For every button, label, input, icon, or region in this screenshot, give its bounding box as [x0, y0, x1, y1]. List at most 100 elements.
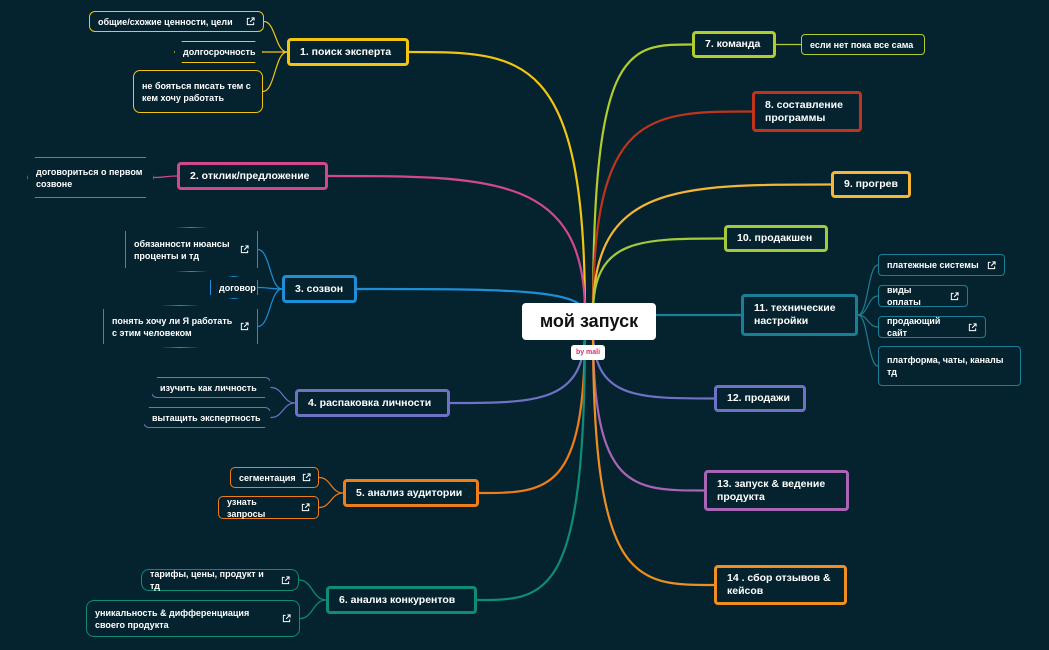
branch-connector: [475, 328, 587, 602]
subtopic-label: изучить как личность: [160, 382, 257, 393]
subtopic-label: не бояться писать тем с кем хочу работат…: [142, 80, 251, 103]
topic-label: 10. продакшен: [737, 232, 813, 244]
central-topic[interactable]: мой запуск: [522, 303, 656, 340]
branch-connector: [407, 50, 587, 316]
subtopic[interactable]: платежные системы: [878, 254, 1005, 276]
subtopic-connector: [857, 314, 879, 367]
subtopic-label: продающий сайт: [887, 316, 941, 338]
branch-connector: [591, 328, 716, 587]
topic-5[interactable]: 5. анализ аудитории: [343, 479, 479, 507]
topic-label: 12. продажи: [727, 392, 790, 404]
external-link-icon[interactable]: [281, 575, 290, 585]
topic-label: 13. запуск & ведение продукта: [717, 477, 826, 503]
topic-label: 7. команда: [705, 38, 761, 50]
subtopic-label: долгосрочность: [183, 47, 256, 57]
branch-connector: [591, 328, 706, 492]
subtopic[interactable]: платформа, чаты, каналы тд: [878, 346, 1021, 386]
branch-connector: [591, 328, 716, 400]
subtopic-label: платформа, чаты, каналы тд: [887, 355, 1004, 377]
subtopic[interactable]: общие/схожие ценности, цели: [89, 11, 264, 32]
topic-2[interactable]: 2. отклик/предложение: [177, 162, 328, 190]
topic-8[interactable]: 8. составление программы: [752, 91, 862, 132]
subtopic-label: уникальность & дифференциация своего про…: [95, 607, 250, 630]
subtopic-connector: [270, 402, 296, 419]
topic-10[interactable]: 10. продакшен: [724, 225, 828, 252]
topic-7[interactable]: 7. команда: [692, 31, 776, 58]
subtopic[interactable]: виды оплаты: [878, 285, 968, 307]
subtopic[interactable]: долгосрочность: [174, 41, 263, 63]
subtopic-label: общие/схожие ценности, цели: [98, 16, 233, 27]
external-link-icon[interactable]: [987, 260, 996, 270]
subtopic-connector: [262, 51, 288, 93]
topic-12[interactable]: 12. продажи: [714, 385, 806, 412]
external-link-icon[interactable]: [246, 17, 255, 26]
topic-label: 9. прогрев: [844, 178, 898, 190]
external-link-icon[interactable]: [950, 291, 959, 301]
subtopic-label: тарифы, цены, продукт и тд: [150, 569, 264, 591]
subtopic-label: платежные системы: [887, 260, 979, 270]
topic-4[interactable]: 4. распаковка личности: [295, 389, 450, 417]
subtopic[interactable]: узнать запросы: [218, 496, 319, 519]
subtopic-connector: [270, 386, 296, 404]
external-link-icon[interactable]: [282, 614, 291, 623]
subtopic[interactable]: тарифы, цены, продукт и тд: [141, 569, 299, 591]
topic-11[interactable]: 11. технические настройки: [741, 294, 858, 336]
subtopic-connector: [299, 599, 327, 620]
external-link-icon[interactable]: [301, 503, 310, 512]
topic-label: 4. распаковка личности: [308, 396, 432, 409]
subtopic-connector: [857, 295, 879, 316]
subtopic[interactable]: уникальность & дифференциация своего про…: [86, 600, 300, 637]
topic-label: 8. составление программы: [765, 98, 843, 124]
subtopic-connector: [257, 288, 283, 328]
topic-3[interactable]: 3. созвон: [282, 275, 357, 303]
branch-connector: [591, 183, 833, 316]
topic-13[interactable]: 13. запуск & ведение продукта: [704, 470, 849, 511]
subtopic[interactable]: если нет пока все сама: [801, 34, 925, 55]
topic-label: 3. созвон: [295, 282, 344, 295]
topic-label: 2. отклик/предложение: [190, 169, 310, 182]
topic-1[interactable]: 1. поиск эксперта: [287, 38, 409, 66]
subtopic-connector: [263, 20, 288, 53]
subtopic-connector: [318, 492, 344, 509]
subtopic[interactable]: не бояться писать тем с кем хочу работат…: [133, 70, 263, 113]
topic-label: 11. технические настройки: [754, 302, 836, 327]
subtopic-label: понять хочу ли Я работать с этим человек…: [112, 315, 233, 338]
subtopic-label: договориться о первом созвоне: [36, 166, 143, 189]
subtopic[interactable]: договориться о первом созвоне: [27, 157, 154, 198]
topic-9[interactable]: 9. прогрев: [831, 171, 911, 198]
subtopic[interactable]: обязанности нюансы проценты и тд: [125, 227, 258, 272]
branch-connector: [591, 237, 726, 316]
external-link-icon[interactable]: [240, 322, 249, 331]
subtopic[interactable]: договор: [210, 276, 258, 299]
topic-label: 14 . сбор отзывов & кейсов: [727, 572, 831, 597]
subtopic-label: вытащить экспертность: [152, 412, 261, 423]
branch-connector: [591, 110, 754, 316]
subtopic-label: обязанности нюансы проценты и тд: [134, 238, 230, 261]
subtopic-connector: [257, 286, 283, 290]
subtopic-label: если нет пока все сама: [810, 39, 914, 50]
subtopic-label: сегментация: [239, 472, 296, 483]
branch-connector: [448, 328, 587, 405]
branch-connector: [477, 328, 587, 495]
topic-6[interactable]: 6. анализ конкурентов: [326, 586, 477, 614]
subtopic-connector: [298, 579, 327, 601]
topic-label: 6. анализ конкурентов: [339, 593, 456, 606]
branch-connector: [591, 43, 694, 316]
external-link-icon[interactable]: [968, 322, 977, 332]
subtopic[interactable]: продающий сайт: [878, 316, 986, 338]
subtopic[interactable]: сегментация: [230, 467, 319, 488]
external-link-icon[interactable]: [240, 245, 249, 254]
subtopic-connector: [257, 248, 283, 290]
topic-label: 5. анализ аудитории: [356, 486, 463, 499]
topic-14[interactable]: 14 . сбор отзывов & кейсов: [714, 565, 847, 605]
subtopic[interactable]: вытащить экспертность: [143, 407, 271, 428]
subtopic[interactable]: понять хочу ли Я работать с этим человек…: [103, 305, 258, 348]
central-topic-label: мой запуск: [539, 311, 639, 331]
subtopic-connector: [153, 175, 178, 179]
subtopic[interactable]: изучить как личность: [151, 377, 271, 398]
subtopic-label: виды оплаты: [887, 285, 921, 307]
author-badge: by mali: [571, 345, 605, 360]
topic-label: 1. поиск эксперта: [300, 45, 392, 58]
external-link-icon[interactable]: [302, 473, 311, 482]
